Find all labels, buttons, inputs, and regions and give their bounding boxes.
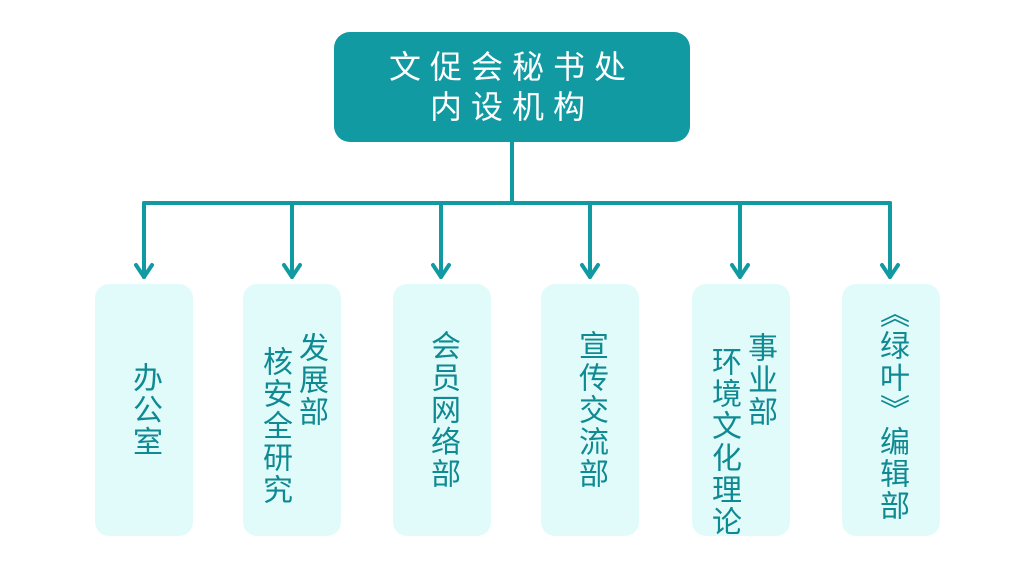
arrowhead-to-member-network: [431, 263, 451, 279]
root-node: 文促会秘书处 内设机构: [334, 32, 690, 142]
department-publicity-exchange-label: 宣传交流部: [573, 330, 608, 490]
department-green-leaf-editorial: 《绿叶》编辑部: [842, 284, 940, 536]
arrowhead-to-office: [134, 263, 154, 279]
department-office-label: 办公室: [127, 362, 162, 458]
root-title-line-2: 内设机构: [429, 88, 594, 126]
department-member-network-label: 会员网络部: [425, 330, 460, 490]
department-nuclear-safety: 核安全研究 发展部: [243, 284, 341, 536]
department-publicity-exchange: 宣传交流部: [541, 284, 639, 536]
arrowhead-to-nuclear-safety: [282, 263, 302, 279]
department-green-leaf-editorial-label: 《绿叶》编辑部: [874, 298, 909, 522]
root-title-line-1: 文促会秘书处: [388, 48, 635, 86]
arrowhead-to-environment-culture: [730, 263, 750, 279]
department-environment-culture-label-line-2: 事业部: [742, 332, 777, 428]
department-environment-culture: 环境文化理论 事业部: [692, 284, 790, 538]
department-environment-culture-label-line-1: 环境文化理论: [706, 346, 741, 538]
department-office: 办公室: [95, 284, 193, 536]
arrowhead-to-publicity: [580, 263, 600, 279]
arrowhead-to-green-leaf: [880, 263, 900, 279]
department-member-network: 会员网络部: [393, 284, 491, 536]
department-nuclear-safety-label-line-2: 发展部: [293, 332, 328, 428]
department-nuclear-safety-label-line-1: 核安全研究: [257, 346, 292, 506]
